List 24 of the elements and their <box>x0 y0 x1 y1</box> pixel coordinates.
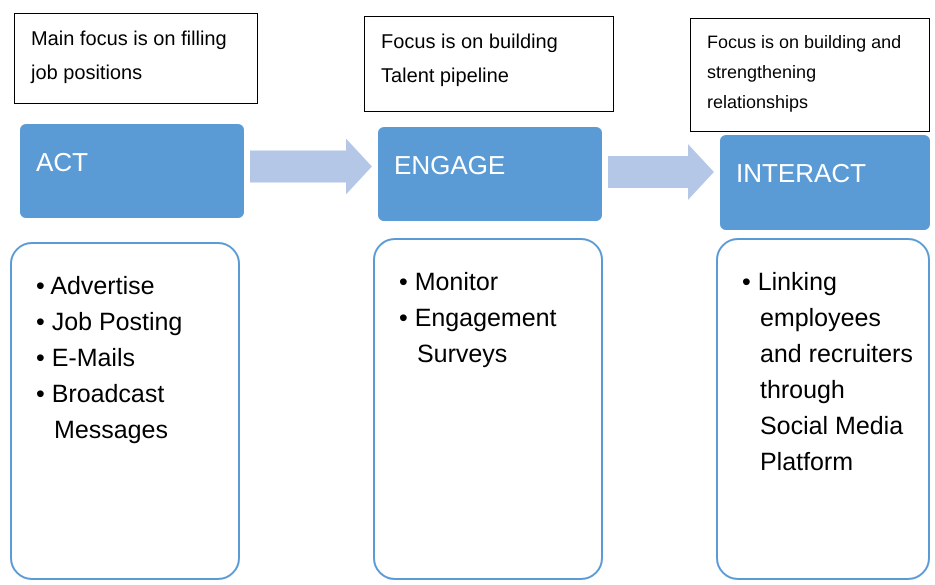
list-box <box>716 238 930 580</box>
block-arrow <box>250 138 372 194</box>
note-box <box>14 13 258 104</box>
note-text: Focus is on building Talent pipeline <box>381 30 559 89</box>
stage-title: ENGAGE <box>394 149 506 182</box>
stage-title: ACT <box>36 146 89 179</box>
note-text: Focus is on building and strengthening relationships <box>707 31 902 114</box>
stage-title: INTERACT <box>736 157 867 190</box>
stage-box <box>720 135 930 230</box>
stage-box <box>378 127 602 221</box>
note-box <box>690 18 930 132</box>
bullet-item: • Broadcast Messages <box>36 379 169 446</box>
bullet-item: • Monitor <box>399 267 500 298</box>
bullet-item: • Engagement Surveys <box>399 303 558 370</box>
bullet-item: • Job Posting <box>36 307 184 338</box>
list-box <box>373 238 603 580</box>
note-text: Main focus is on filling job positions <box>31 27 228 86</box>
note-box <box>364 16 614 112</box>
bullet-item: • Linking employees and recruiters through Social Media Platform <box>742 267 914 478</box>
stage-box <box>20 124 244 218</box>
block-arrow <box>608 144 714 200</box>
bullet-item: • E-Mails <box>36 343 136 374</box>
bullet-item: • Advertise <box>36 271 156 302</box>
list-box <box>10 242 240 580</box>
